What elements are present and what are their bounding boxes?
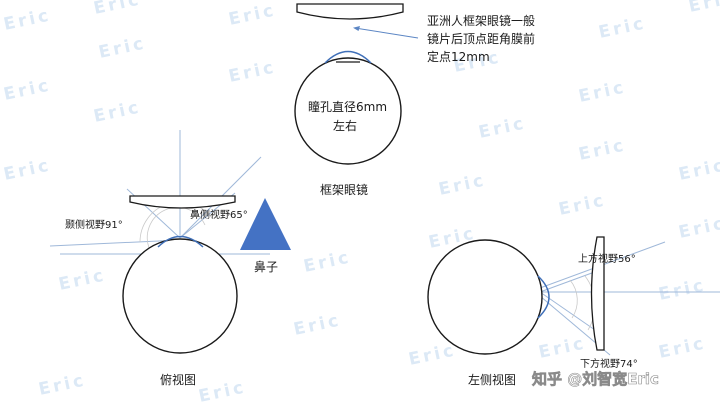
watermark: Eric bbox=[227, 57, 278, 87]
spectacle-lens bbox=[296, 3, 404, 20]
ray bbox=[49, 239, 181, 247]
temporal-field-label: 颞侧视野91° bbox=[65, 218, 123, 231]
eyeball bbox=[294, 57, 402, 165]
watermark: Eric bbox=[597, 13, 648, 43]
watermark: Eric bbox=[577, 135, 628, 165]
watermark: Eric bbox=[407, 340, 458, 370]
watermark: Eric bbox=[677, 213, 720, 243]
vertex-distance-note-line3: 定点12mm bbox=[427, 49, 490, 64]
cornea bbox=[537, 275, 550, 319]
watermark: Eric bbox=[577, 77, 628, 107]
pupil-diameter-label: 瞳孔直径6mm bbox=[308, 99, 387, 114]
spectacle-diagram: 亚洲人框架眼镜一般 镜片后顶点距角膜前 定点12mm 瞳孔直径6mm 左右 框架… bbox=[294, 3, 535, 197]
watermark: Eric bbox=[2, 155, 53, 185]
watermark: Eric bbox=[302, 247, 353, 277]
watermark: Eric bbox=[687, 0, 720, 17]
watermark: Eric bbox=[437, 170, 488, 200]
nose-label: 鼻子 bbox=[254, 259, 278, 274]
watermark: Eric bbox=[477, 113, 528, 143]
watermark: Eric bbox=[92, 0, 143, 19]
cornea bbox=[157, 235, 204, 248]
watermark: Eric bbox=[657, 333, 708, 363]
arrow-head bbox=[353, 26, 360, 31]
annotation-pointer bbox=[354, 27, 419, 39]
watermark: Eric bbox=[37, 370, 88, 400]
watermark: Eric bbox=[657, 275, 708, 305]
nasal-field-label: 鼻侧视野65° bbox=[190, 208, 248, 221]
watermark: Eric bbox=[677, 155, 720, 185]
vertex-distance-note-line1: 亚洲人框架眼镜一般 bbox=[427, 13, 535, 28]
watermark: Eric bbox=[92, 97, 143, 127]
eyeball bbox=[122, 238, 238, 354]
cornea bbox=[324, 50, 372, 64]
vertex-distance-note-line2: 镜片后顶点距角膜前 bbox=[427, 31, 535, 46]
side-view-diagram: 上方视野56° 下方视野74° 左侧视图 bbox=[427, 236, 720, 387]
diagram-caption: 左侧视图 bbox=[468, 372, 516, 387]
upper-field-label: 上方视野56° bbox=[578, 252, 636, 265]
spectacle-lens bbox=[590, 236, 605, 351]
watermark: Eric bbox=[57, 265, 108, 295]
lower-field-label: 下方视野74° bbox=[580, 357, 638, 370]
ray bbox=[539, 269, 601, 293]
pupil-diameter-label-2: 左右 bbox=[333, 118, 357, 133]
diagram-caption: 框架眼镜 bbox=[320, 182, 368, 197]
watermark: Eric bbox=[227, 0, 278, 30]
watermark: Eric bbox=[557, 190, 608, 220]
diagram-caption: 俯视图 bbox=[160, 372, 196, 387]
top-view-diagram: 鼻子 颞侧视野91° 鼻侧视野65° 俯视图 bbox=[49, 130, 291, 387]
spectacle-lens bbox=[129, 195, 236, 209]
watermark: Eric bbox=[2, 75, 53, 105]
watermark: Eric bbox=[197, 377, 248, 405]
watermark: Eric bbox=[2, 5, 53, 35]
angle-arc bbox=[569, 279, 578, 319]
source-credit: 知乎 @刘智宽Eric bbox=[532, 370, 659, 388]
nose-triangle bbox=[240, 198, 291, 250]
eyeball bbox=[427, 239, 543, 355]
watermark: Eric bbox=[97, 33, 148, 63]
watermark: Eric bbox=[292, 310, 343, 340]
angle-arc bbox=[146, 206, 206, 251]
